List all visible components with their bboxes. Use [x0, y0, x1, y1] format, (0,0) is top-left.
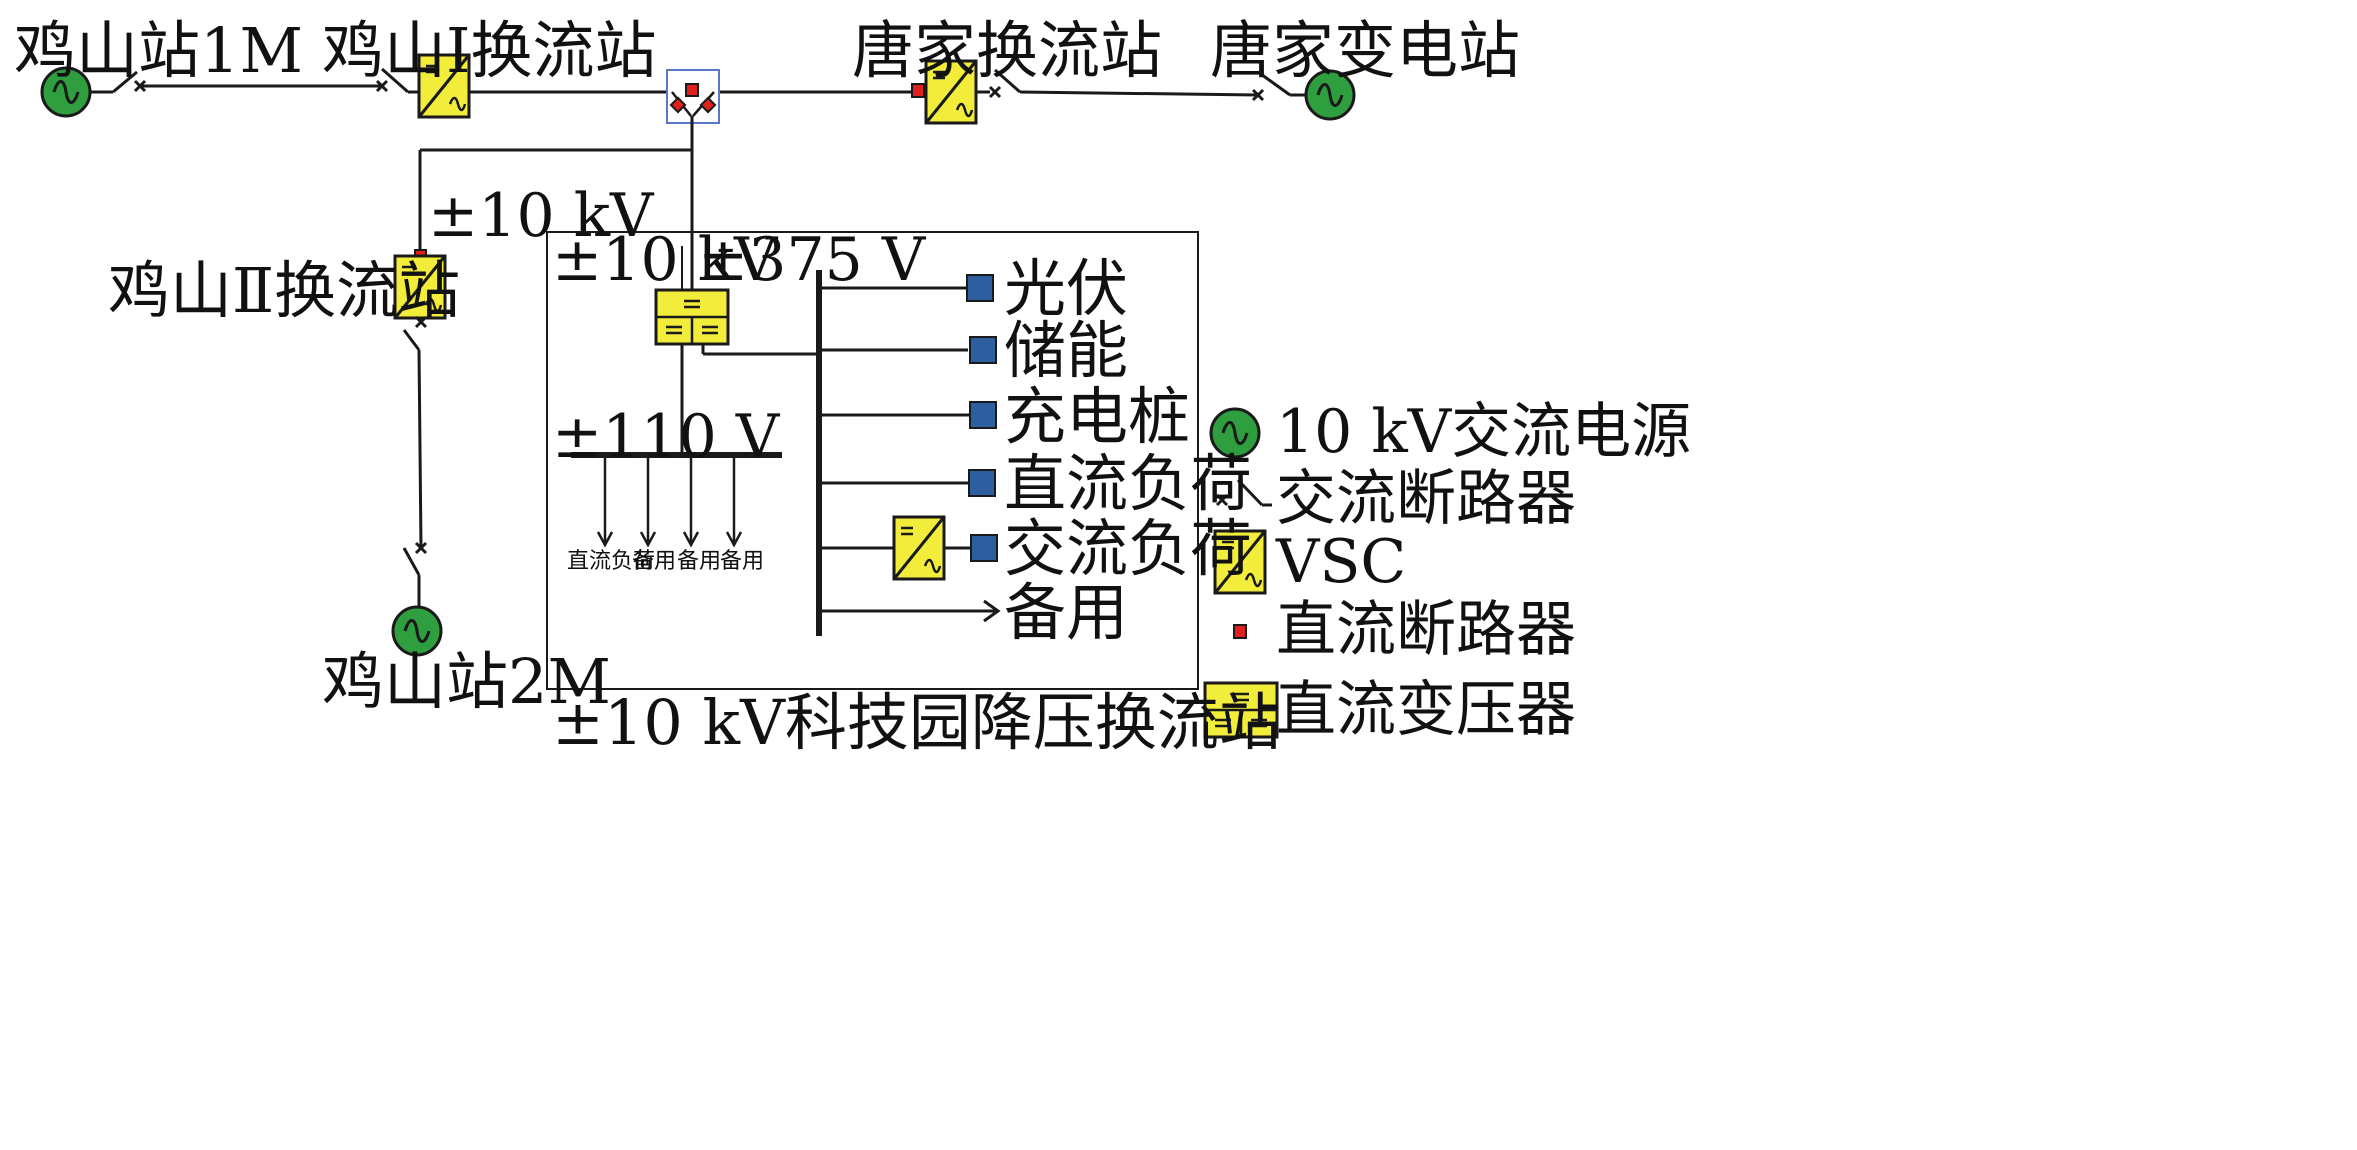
label-dc-load: 直流负荷 — [1004, 447, 1253, 520]
dc110-feeders — [596, 455, 743, 548]
ac-breaker-jishan-2m — [402, 547, 421, 576]
label-v10-inner: ±10 kV — [552, 225, 778, 295]
ac-breaker-jishan-i — [381, 67, 409, 94]
label-dc110-feeder-3: 备用 — [677, 549, 722, 574]
legend-ac-breaker-icon — [1236, 478, 1264, 507]
legend-dc-transformer: 直流变压器 — [1276, 675, 1576, 745]
label-dc110-feeder-2: 备用 — [632, 549, 677, 574]
storage-icon — [969, 336, 997, 364]
top-ac-line — [40, 53, 1356, 125]
legend-ac-source: 10 kV交流电源 — [1276, 397, 1692, 467]
label-jishan-2m: 鸡山站2M — [322, 645, 611, 718]
dc375-branches — [819, 274, 1001, 623]
ac-breaker-jishan-ii — [402, 329, 421, 351]
ac-load-icon — [970, 534, 998, 562]
pv-icon — [966, 274, 994, 302]
dc-load-icon — [968, 469, 996, 497]
branch-jishan-ii — [391, 148, 692, 657]
label-v375: ±375 V — [698, 225, 926, 295]
label-v10-outer: ±10 kV — [428, 181, 654, 251]
ac-breaker-tangjia — [994, 68, 1021, 94]
label-storage: 储能 — [1004, 314, 1129, 387]
label-dc110-feeder-4: 备用 — [720, 549, 765, 574]
label-jishan-i: 鸡山Ⅰ换流站 — [322, 14, 657, 87]
spare-arrow — [983, 599, 1001, 623]
label-ac-load: 交流负荷 — [1004, 512, 1253, 585]
legend-ac-breaker: 交流断路器 — [1276, 464, 1576, 534]
dc-transformer — [654, 288, 730, 346]
park-station-frame — [546, 231, 1199, 690]
label-tangjia-substation: 唐家变电站 — [1210, 14, 1521, 87]
charger-icon — [969, 401, 997, 429]
legend — [1203, 407, 1279, 739]
label-spare: 备用 — [1004, 576, 1129, 649]
ac-breaker-tangjia-sub — [1257, 70, 1291, 97]
label-tangjia-converter: 唐家换流站 — [852, 14, 1163, 87]
legend-vsc: VSC — [1276, 527, 1407, 597]
label-dc110-feeder-1: 直流负荷 — [567, 549, 656, 574]
legend-dc-breaker-icon — [1233, 624, 1247, 639]
label-pv: 光伏 — [1004, 252, 1129, 325]
legend-dc-breaker: 直流断路器 — [1276, 595, 1576, 665]
label-jishan-ii: 鸡山Ⅱ换流站 — [108, 254, 461, 327]
label-charger: 充电桩 — [1004, 380, 1191, 453]
dc-hub — [666, 69, 720, 150]
vsc-ac-load — [892, 515, 946, 581]
label-park-station: ±10 kV科技园降压换流站 — [552, 686, 1281, 759]
label-jishan-1m: 鸡山站1M — [14, 14, 303, 87]
label-v110: ±110 V — [552, 402, 780, 472]
ac-breaker-1m — [112, 70, 138, 94]
